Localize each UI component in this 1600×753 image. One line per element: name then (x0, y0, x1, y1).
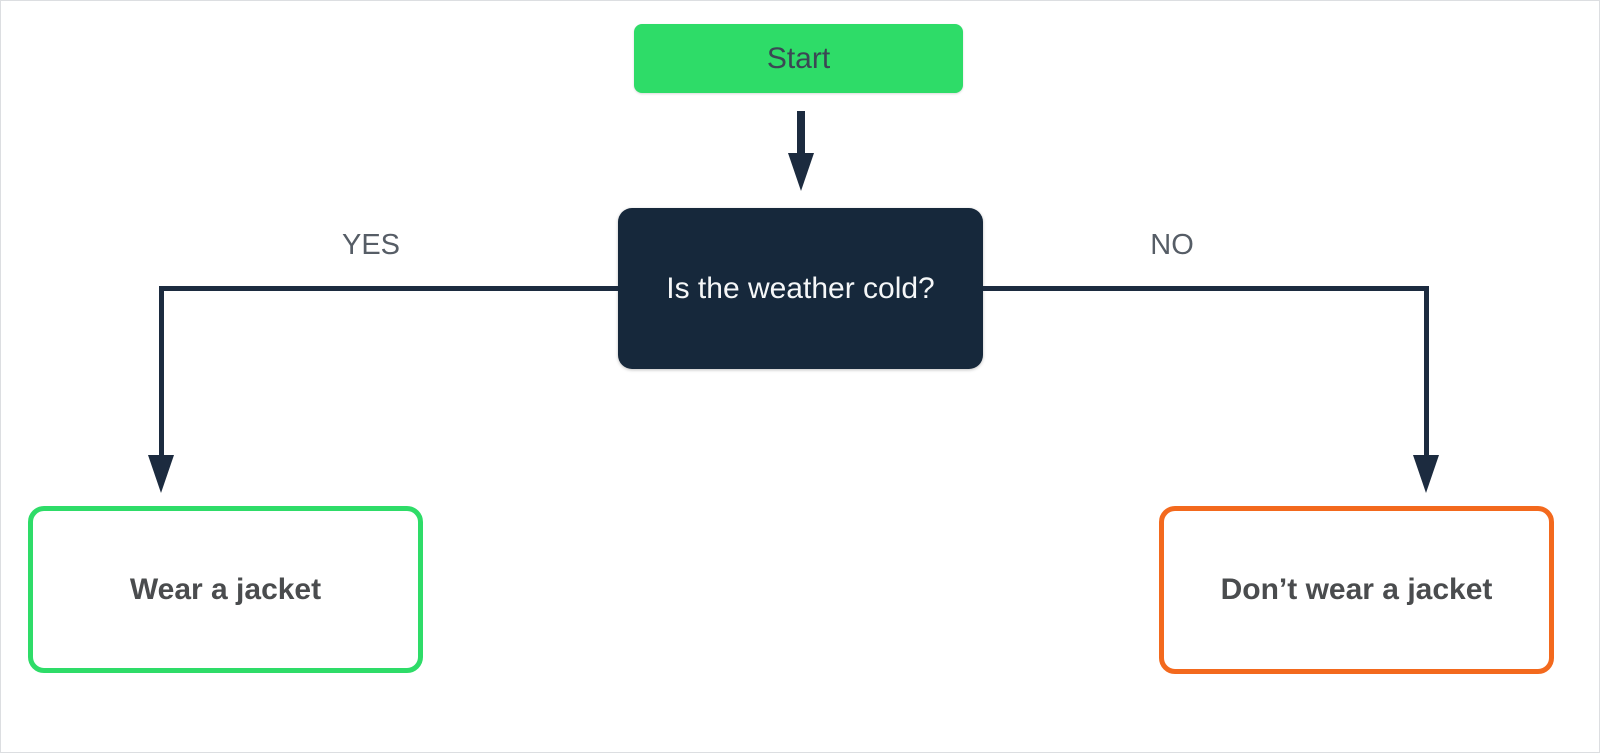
no-outcome-label: Don’t wear a jacket (1220, 573, 1493, 606)
edge-line-horizontal (983, 286, 1429, 291)
edge-line-vertical (159, 286, 164, 458)
arrowhead-down-icon (1413, 455, 1439, 493)
yes-edge-label: YES (341, 229, 401, 261)
edge-line-vertical (797, 111, 805, 155)
decision-node-label: Is the weather cold? (666, 271, 935, 305)
decision-node: Is the weather cold? (618, 208, 983, 369)
no-outcome-node: Don’t wear a jacket (1159, 506, 1554, 674)
start-node: Start (634, 24, 963, 93)
arrowhead-down-icon (148, 455, 174, 493)
no-edge-label: NO (1150, 229, 1194, 261)
edge-line-vertical (1424, 286, 1429, 458)
start-node-label: Start (766, 41, 831, 75)
arrowhead-down-icon (788, 153, 814, 191)
yes-outcome-label: Wear a jacket (129, 572, 322, 606)
yes-outcome-node: Wear a jacket (28, 506, 423, 673)
edge-line-horizontal (159, 286, 618, 291)
